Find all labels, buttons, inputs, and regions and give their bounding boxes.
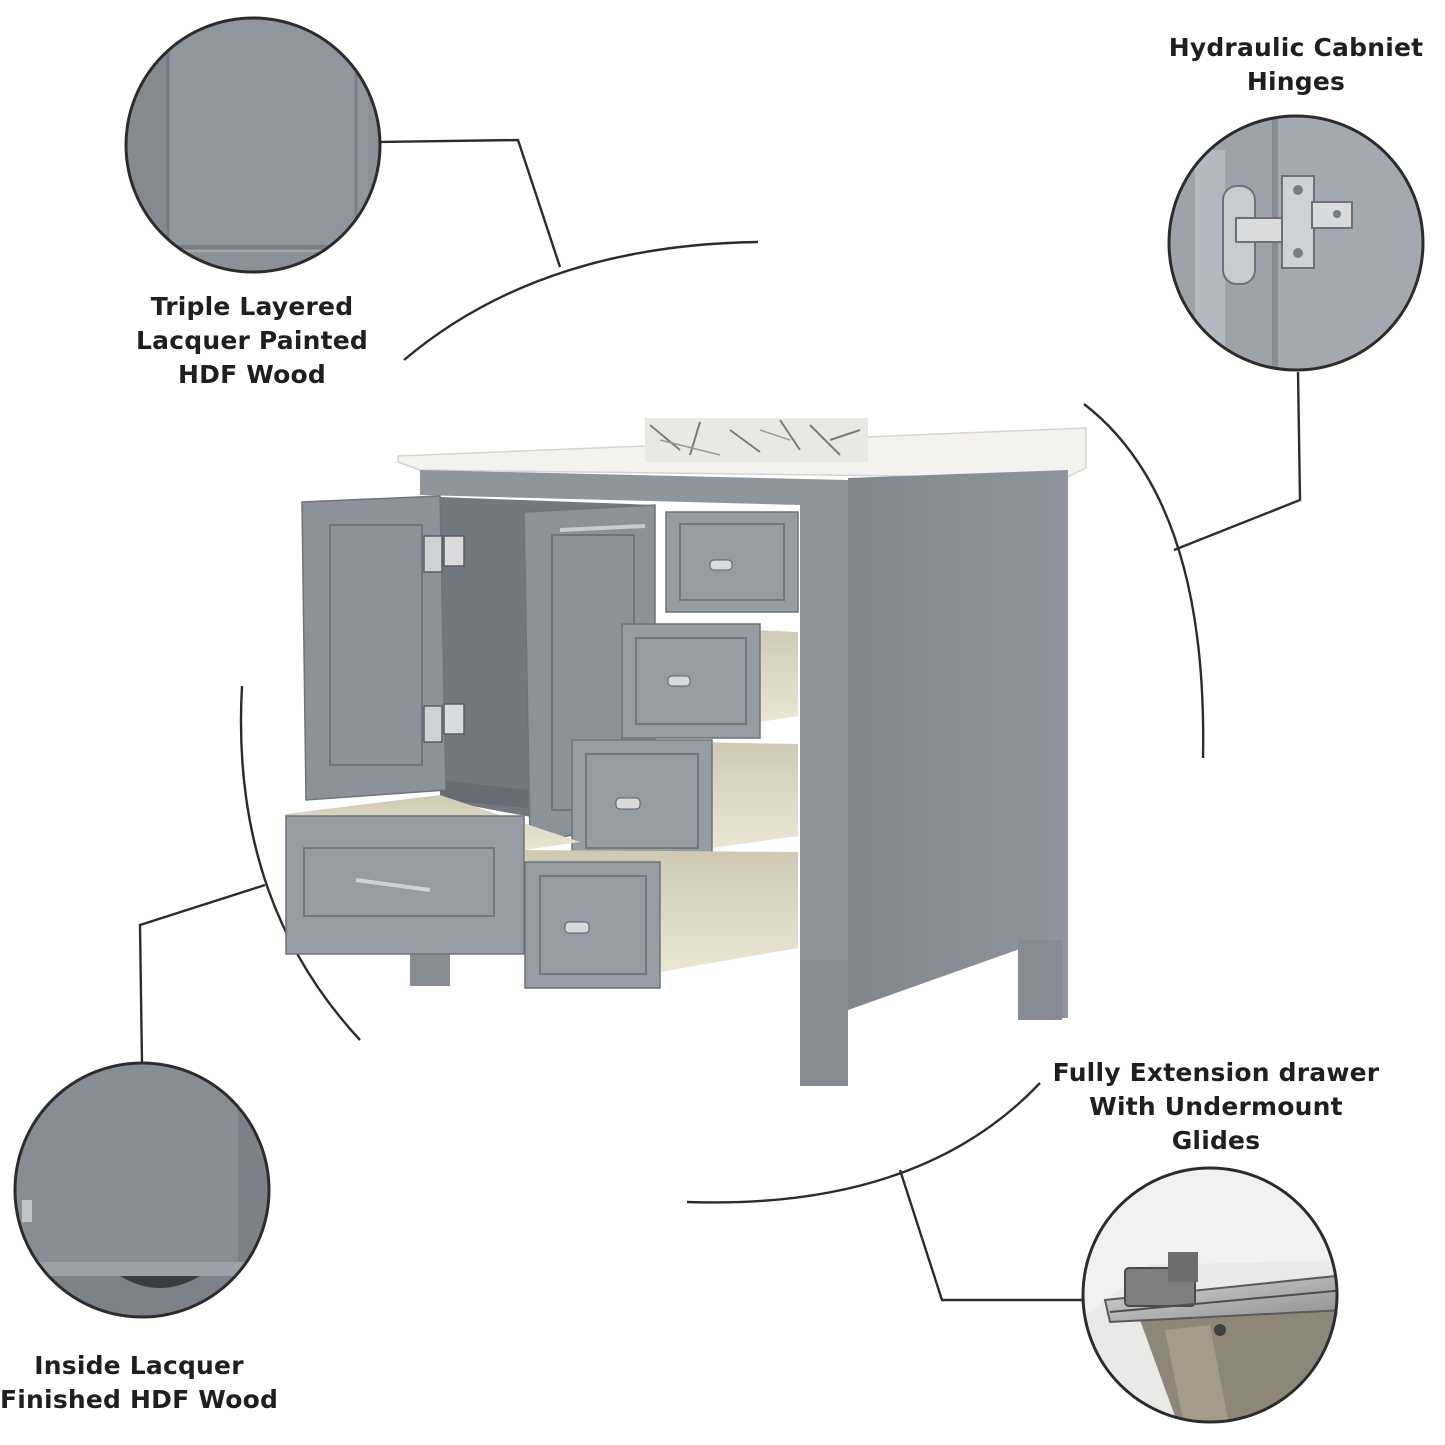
arc-bottom-right [686,1082,1041,1204]
callout-line: Fully Extension drawer [1052,1058,1380,1087]
connector-bottom-right [898,1169,1082,1302]
drawer-3-open [571,739,798,863]
callout-line: Inside Lacquer [34,1351,244,1380]
callout-line: Glides [1171,1126,1261,1155]
cabinet-side [848,470,1068,1018]
arc-top-left [403,240,759,361]
callout-line: With Undermount [1089,1092,1343,1121]
drawer-top-closed [665,511,799,613]
hinge-upper [423,535,465,573]
left-door-open [301,495,447,801]
drawer-2-open [621,623,798,739]
connector-bottom-left [138,883,266,1065]
leg-back-right [1018,940,1062,1020]
arc-top-right [1083,403,1205,759]
detail-circle-painted-panel [124,16,382,274]
leg-front-right [800,960,848,1086]
arc-bottom-left [239,685,361,1041]
connector-top-left [379,138,562,268]
callout-drawer-glides-label: Fully Extension drawer With Undermount G… [1038,1056,1394,1158]
detail-circle-interior-panel [13,1061,271,1319]
vanity-cabinet [285,418,1087,1086]
callout-hinges-label: Hydraulic Cabniet Hinges [1150,31,1442,99]
callout-line: HDF Wood [178,360,326,389]
callout-inside-hdf-label: Inside Lacquer Finished HDF Wood [0,1349,278,1417]
connector-lines [138,138,1302,1302]
callout-painted-hdf-label: Triple Layered Lacquer Painted HDF Wood [116,290,388,392]
hinge-lower [423,703,465,743]
callout-line: Lacquer Painted [136,326,368,355]
callout-line: Hydraulic Cabniet [1168,33,1424,62]
drawer-bottom-wide-open [285,795,580,955]
detail-circle-hinge [1167,114,1425,372]
callout-line: Triple Layered [150,292,354,321]
callout-line: Hinges [1246,67,1346,96]
towel-bar [559,524,646,532]
connector-top-right [1173,371,1302,552]
callout-line: Finished HDF Wood [0,1385,279,1414]
drawer-bottom-right-open [524,850,798,989]
backsplash [645,418,868,462]
detail-circle-drawer-glide [1081,1166,1339,1424]
